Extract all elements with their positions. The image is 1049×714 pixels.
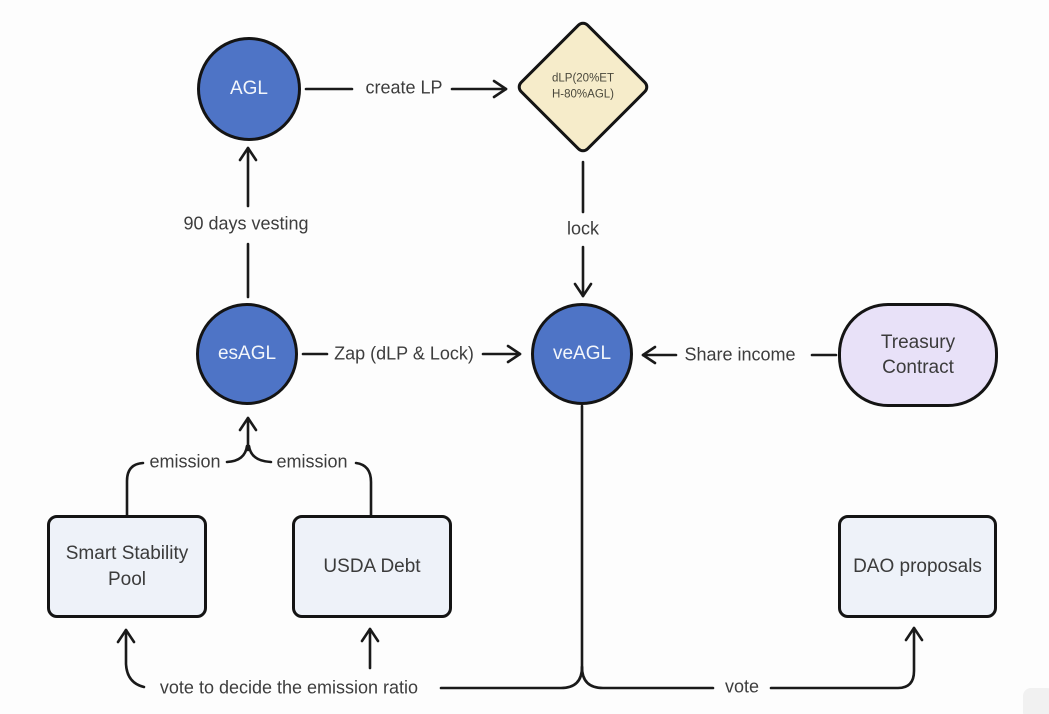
edge-vote-pool-arrow — [116, 628, 146, 689]
node-treasury-contract-label: Treasury Contract — [880, 331, 956, 378]
node-usda-debt-label: USDA Debt — [323, 555, 421, 577]
edge-emission-flare-right — [247, 444, 273, 464]
edge-label-share-income: Share income — [684, 344, 796, 365]
edge-label-create-lp: create LP — [365, 77, 443, 98]
node-smart-stability-pool-label: Smart Stability Pool — [65, 543, 189, 590]
edge-emission-debt-hook — [354, 461, 373, 517]
node-smart-stability-pool: Smart Stability Pool — [47, 515, 207, 618]
node-treasury-contract: Treasury Contract — [838, 303, 998, 407]
watermark — [1023, 688, 1049, 714]
node-esagl-label: esAGL — [217, 343, 277, 365]
edge-label-emission-right: emission — [276, 451, 348, 472]
edge-vote-dao-arrow — [769, 626, 924, 690]
edge-emission-flare-left — [225, 444, 249, 464]
node-dao-proposals: DAO proposals — [838, 515, 997, 618]
node-veagl-label: veAGL — [552, 343, 612, 365]
node-veagl: veAGL — [531, 303, 633, 405]
edge-label-zap: Zap (dLP & Lock) — [334, 343, 474, 364]
edge-label-90-days-vesting: 90 days vesting — [183, 213, 309, 234]
edge-label-vote: vote — [724, 676, 760, 697]
node-esagl: esAGL — [196, 303, 298, 405]
node-usda-debt: USDA Debt — [292, 515, 452, 618]
node-agl-label: AGL — [229, 78, 269, 100]
node-dlp-label: dLP(20%ET H-80%AGL) — [551, 72, 614, 100]
node-dao-proposals-label: DAO proposals — [853, 555, 982, 577]
node-agl: AGL — [197, 37, 301, 141]
edge-vote-split-left — [439, 665, 584, 690]
edge-label-lock: lock — [566, 218, 600, 239]
edge-label-vote-emission-ratio: vote to decide the emission ratio — [159, 677, 419, 698]
edge-emission-pool-hook — [125, 461, 145, 517]
edge-vote-split-right — [580, 665, 715, 690]
edge-label-emission-left: emission — [149, 451, 221, 472]
